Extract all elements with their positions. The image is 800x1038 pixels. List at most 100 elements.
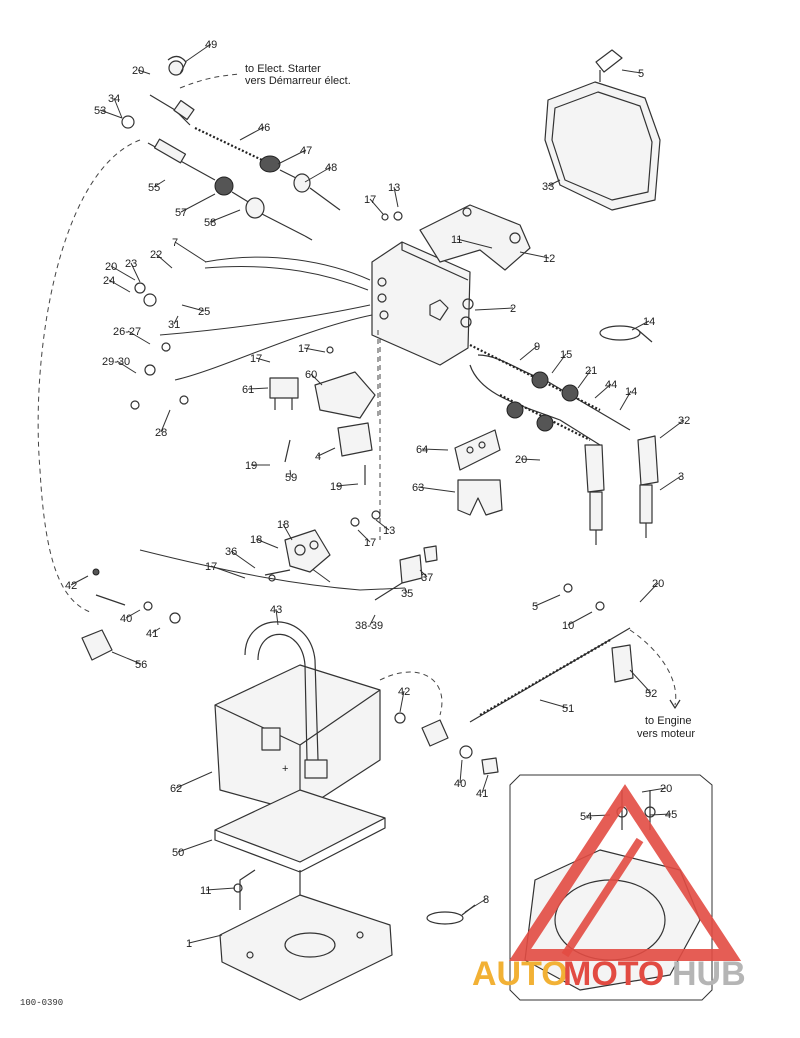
leader-line-55 bbox=[153, 179, 166, 188]
watermark: AUTO MOTO HUB bbox=[472, 784, 746, 993]
leader-line-9 bbox=[519, 345, 538, 361]
callout-34: 34 bbox=[108, 93, 120, 105]
leader-line-13 bbox=[375, 519, 390, 531]
callout-20: 20 bbox=[132, 65, 144, 77]
callout-37: 37 bbox=[421, 572, 433, 584]
callout-20: 20 bbox=[652, 578, 664, 590]
callout-2: 2 bbox=[510, 303, 516, 315]
leader-line-18 bbox=[282, 523, 293, 541]
callout-36: 36 bbox=[225, 546, 237, 558]
callout-20: 20 bbox=[515, 454, 527, 466]
leader-line-20 bbox=[137, 69, 151, 75]
callout-17: 17 bbox=[250, 353, 262, 365]
leader-line-31 bbox=[173, 315, 179, 325]
leader-line-46 bbox=[239, 126, 265, 141]
callout-43: 43 bbox=[270, 604, 282, 616]
callout-14: 14 bbox=[643, 316, 655, 328]
leader-line-41 bbox=[151, 627, 161, 634]
leader-line-18 bbox=[255, 538, 279, 549]
leader-line-1 bbox=[188, 934, 223, 944]
leader-line-15 bbox=[551, 353, 567, 374]
callout-17: 17 bbox=[298, 343, 310, 355]
leader-line-35 bbox=[404, 587, 408, 594]
callout-5: 5 bbox=[638, 68, 644, 80]
callout-55: 55 bbox=[148, 182, 160, 194]
leader-line-42 bbox=[399, 690, 405, 713]
callout-18: 18 bbox=[277, 519, 289, 531]
callout-8: 8 bbox=[483, 894, 489, 906]
leader-line-58 bbox=[209, 209, 241, 223]
leader-line-24 bbox=[108, 279, 131, 293]
callout-19: 19 bbox=[330, 481, 342, 493]
leader-line-8 bbox=[464, 898, 487, 913]
callout-47: 47 bbox=[300, 145, 312, 157]
watermark-text-moto: MOTO bbox=[563, 955, 664, 993]
leader-line-34 bbox=[113, 97, 123, 119]
callout-40: 40 bbox=[454, 778, 466, 790]
leader-line-47 bbox=[277, 149, 307, 165]
leader-line-2 bbox=[474, 307, 514, 311]
callout-7: 7 bbox=[172, 237, 178, 249]
callout-21: 21 bbox=[585, 365, 597, 377]
leader-line-20 bbox=[641, 787, 667, 793]
solenoid-parts bbox=[269, 371, 376, 485]
note-engine-fr: vers moteur bbox=[637, 728, 695, 740]
callout-17: 17 bbox=[364, 537, 376, 549]
leader-line-44 bbox=[594, 383, 612, 399]
callout-4: 4 bbox=[315, 451, 321, 463]
leader-line-51 bbox=[539, 699, 569, 709]
callout-22: 22 bbox=[150, 249, 162, 261]
leader-line-11 bbox=[205, 887, 236, 891]
leader-line-19 bbox=[335, 483, 359, 487]
callout-48: 48 bbox=[325, 162, 337, 174]
leader-line-41 bbox=[481, 774, 489, 794]
callout-35: 35 bbox=[401, 588, 413, 600]
leader-line-4 bbox=[317, 447, 336, 457]
leader-line-28 bbox=[160, 409, 171, 433]
leader-line-14 bbox=[631, 320, 650, 331]
starter-solenoid bbox=[264, 529, 331, 576]
callout-13: 13 bbox=[383, 525, 395, 537]
callout-40: 40 bbox=[120, 613, 132, 625]
leader-line-25 bbox=[181, 304, 205, 312]
leader-line-21 bbox=[577, 369, 592, 389]
leader-line-64 bbox=[421, 448, 449, 451]
note-starter-en: to Elect. Starter bbox=[245, 63, 321, 75]
throttle-cable bbox=[147, 138, 313, 241]
callout-58: 58 bbox=[204, 217, 216, 229]
leader-line-59 bbox=[289, 469, 292, 478]
leader-line-20 bbox=[110, 265, 136, 281]
leader-line-26-27 bbox=[127, 330, 151, 345]
callout-33: 33 bbox=[542, 181, 554, 193]
leader-line-49 bbox=[184, 43, 212, 63]
callout-62: 62 bbox=[170, 783, 182, 795]
starter-cable bbox=[149, 55, 341, 211]
leader-line-23 bbox=[130, 262, 141, 283]
leader-line-17 bbox=[357, 529, 371, 543]
callout-57: 57 bbox=[175, 207, 187, 219]
callout-54: 54 bbox=[580, 811, 592, 823]
arrow-to-starter bbox=[179, 73, 241, 89]
callout-17: 17 bbox=[205, 561, 217, 573]
callout-11: 11 bbox=[200, 885, 211, 897]
leader-line-37 bbox=[419, 569, 428, 578]
callout-61: 61 bbox=[242, 384, 254, 396]
leader-line-63 bbox=[417, 486, 456, 493]
callout-15: 15 bbox=[560, 349, 572, 361]
callout-28: 28 bbox=[155, 427, 167, 439]
callout-52: 52 bbox=[645, 688, 657, 700]
callout-45: 45 bbox=[665, 809, 677, 821]
leader-lines bbox=[70, 43, 685, 944]
clip bbox=[426, 904, 476, 925]
leader-line-20 bbox=[639, 582, 659, 603]
leader-line-60 bbox=[310, 373, 323, 386]
callout-51: 51 bbox=[562, 703, 574, 715]
leader-line-57 bbox=[180, 193, 216, 213]
leader-line-62 bbox=[175, 771, 213, 789]
callout-18: 18 bbox=[250, 534, 262, 546]
leader-line-3 bbox=[659, 475, 682, 491]
note-engine-en: to Engine bbox=[645, 715, 691, 727]
battery-cable-cap bbox=[81, 568, 181, 661]
leader-line-56 bbox=[111, 651, 142, 665]
